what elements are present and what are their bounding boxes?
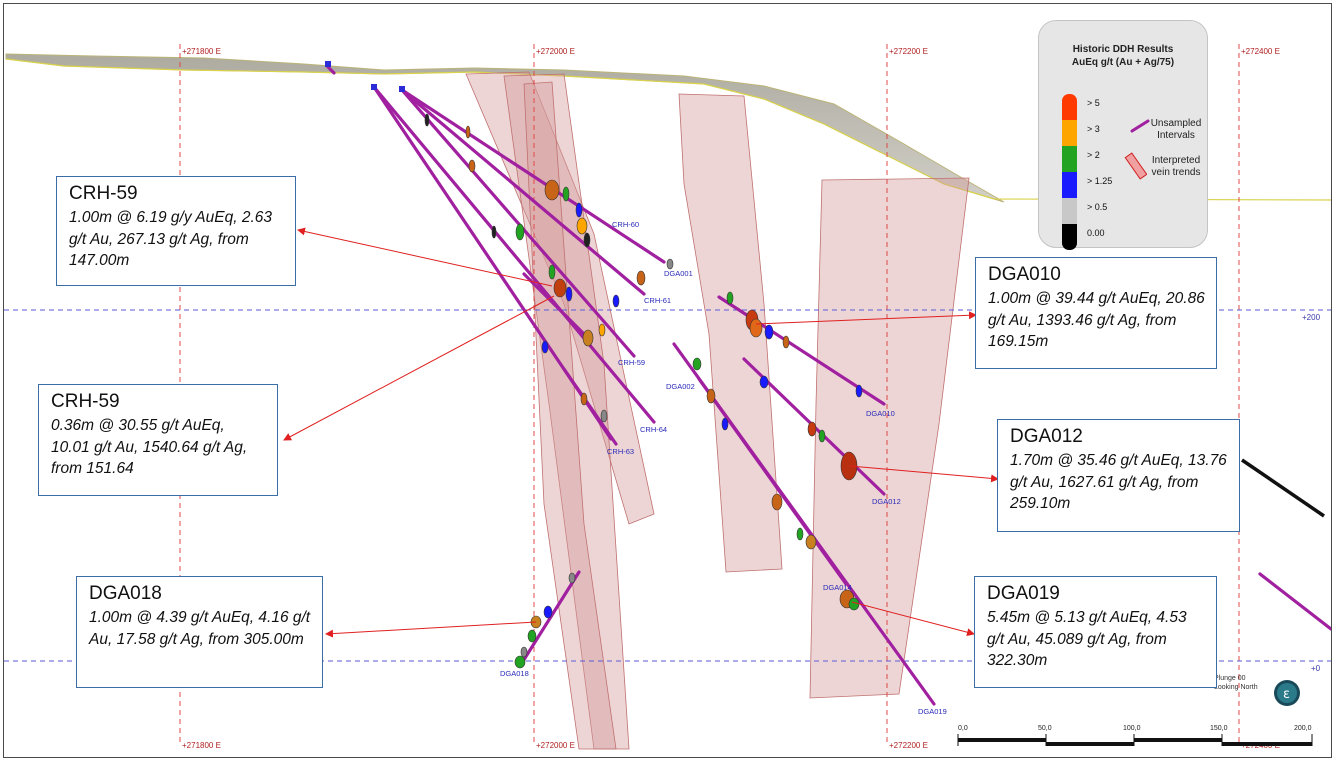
- elevation-label-0: +0: [1311, 664, 1321, 673]
- legend-subtitle: AuEq g/t (Au + Ag/75): [1071, 57, 1175, 68]
- section-view: +271800 E +272000 E +272200 E +272400 E …: [3, 3, 1332, 758]
- callout-title: DGA012: [1010, 426, 1083, 447]
- easting-label-top: +272000 E: [536, 47, 575, 56]
- callout-title: DGA019: [987, 583, 1060, 604]
- legend-vein-label: Interpreted: [1151, 155, 1201, 166]
- callout-crh59-lower: CRH-59 0.36m @ 30.55 g/t AuEq, 10.01 g/t…: [38, 384, 278, 496]
- legend-bin-label: > 1.25: [1087, 176, 1113, 186]
- drillhole-label: DGA014: [823, 583, 852, 592]
- vein-trend-icon: [1124, 152, 1147, 180]
- looking-label: Looking North: [1214, 684, 1258, 691]
- callout-dga019: DGA019 5.45m @ 5.13 g/t AuEq, 4.53 g/t A…: [974, 576, 1217, 688]
- callout-dga010: DGA010 1.00m @ 39.44 g/t AuEq, 20.86 g/t…: [975, 257, 1217, 369]
- legend-title: Historic DDH Results: [1072, 44, 1174, 55]
- easting-label-top: +272200 E: [889, 47, 928, 56]
- scale-tick: 0,0: [958, 725, 968, 732]
- callout-title: CRH-59: [51, 391, 120, 412]
- scale-tick: 200,0: [1294, 725, 1312, 732]
- callout-text: 0.36m @ 30.55 g/t AuEq, 10.01 g/t Au, 15…: [51, 417, 248, 477]
- legend-unsampled-label: Intervals: [1157, 130, 1195, 141]
- drillhole-label: CRH-59: [618, 358, 645, 367]
- callout-title: DGA018: [89, 583, 162, 604]
- drillhole-label: CRH-60: [612, 220, 639, 229]
- legend-bin-label: > 5: [1087, 98, 1100, 108]
- callout-title: CRH-59: [69, 183, 138, 204]
- callout-crh59-upper: CRH-59 1.00m @ 6.19 g/y AuEq, 2.63 g/t A…: [56, 176, 296, 286]
- callout-text: 1.00m @ 39.44 g/t AuEq, 20.86 g/t Au, 13…: [988, 290, 1205, 350]
- scale-bar: 0,0 50,0 100,0 150,0 200,0: [957, 725, 1313, 746]
- cross-section-canvas: +271800 E +272000 E +272200 E +272400 E …: [4, 44, 1331, 750]
- drillhole-label: DGA012: [872, 497, 901, 506]
- surface-line: [5, 58, 1331, 201]
- callout-title: DGA010: [988, 264, 1061, 285]
- legend-bin-label: 0.00: [1087, 228, 1105, 238]
- drillhole-label: DGA002: [666, 382, 695, 391]
- scale-tick: 50,0: [1038, 725, 1052, 732]
- drillhole-label: DGA019: [918, 707, 947, 716]
- drillhole-trace-black: [1241, 458, 1325, 518]
- drillhole-label: DGA018: [500, 669, 529, 678]
- legend-bin-label: > 0.5: [1087, 202, 1108, 212]
- easting-label-top: +271800 E: [182, 47, 221, 56]
- legend-bin-label: > 2: [1087, 150, 1100, 160]
- easting-label-bottom: +271800 E: [182, 741, 221, 750]
- scale-tick: 100,0: [1123, 725, 1141, 732]
- easting-label-bottom: +272000 E: [536, 741, 575, 750]
- easting-label-top: +272400 E: [1241, 47, 1280, 56]
- drillhole-label: CRH-63: [607, 447, 634, 456]
- assay-legend: Historic DDH Results AuEq g/t (Au + Ag/7…: [1038, 20, 1208, 250]
- legend-bin-label: > 3: [1087, 124, 1100, 134]
- easting-label-bottom: +272200 E: [889, 741, 928, 750]
- callout-dga012: DGA012 1.70m @ 35.46 g/t AuEq, 13.76 g/t…: [997, 419, 1240, 532]
- scale-tick: 150,0: [1210, 725, 1228, 732]
- callout-text: 1.70m @ 35.46 g/t AuEq, 13.76 g/t Au, 16…: [1010, 452, 1227, 512]
- plunge-label: Plunge 00: [1214, 675, 1246, 682]
- callout-text: 1.00m @ 6.19 g/y AuEq, 2.63 g/t Au, 267.…: [69, 209, 273, 269]
- unsampled-icon: [1130, 119, 1150, 133]
- drillhole-label: CRH-64: [640, 425, 667, 434]
- callout-arrows: [283, 227, 999, 638]
- legend-unsampled-label: Unsampled: [1150, 118, 1202, 129]
- drillhole-label: DGA010: [866, 409, 895, 418]
- legend-vein-label: vein trends: [1151, 167, 1201, 178]
- callout-text: 5.45m @ 5.13 g/t AuEq, 4.53 g/t Au, 45.0…: [987, 609, 1187, 669]
- callout-dga018: DGA018 1.00m @ 4.39 g/t AuEq, 4.16 g/t A…: [76, 576, 323, 688]
- collar-markers: [325, 61, 405, 92]
- drillhole-label: CRH-61: [644, 296, 671, 305]
- elevation-label-200: +200: [1302, 313, 1321, 322]
- drillhole-label: DGA001: [664, 269, 693, 278]
- legend-color-bar: [1062, 94, 1077, 250]
- assay-intervals: [424, 113, 863, 669]
- svg-text:ε: ε: [1283, 687, 1290, 702]
- callout-text: 1.00m @ 4.39 g/t AuEq, 4.16 g/t Au, 17.5…: [89, 609, 311, 648]
